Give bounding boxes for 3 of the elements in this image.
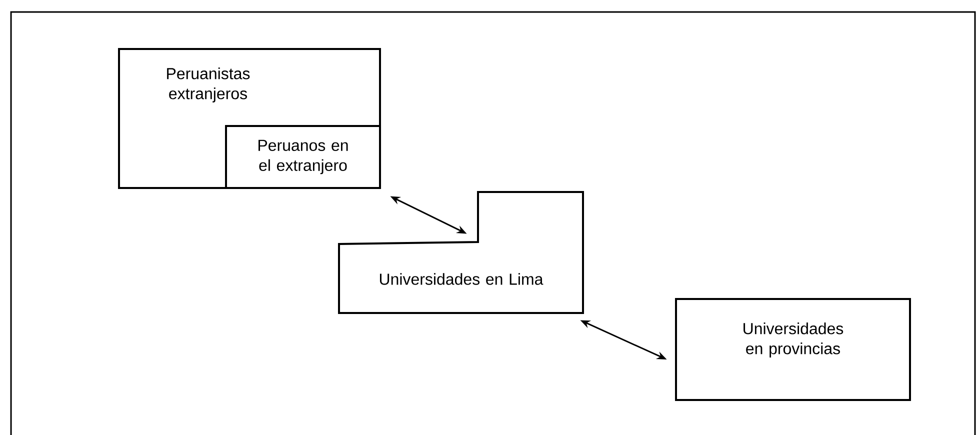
process-box: Peruanos en el extranjero [225, 125, 381, 189]
stepped-box: Universidades en Lima [338, 191, 584, 314]
process-box: Universidades en provincias [675, 298, 911, 401]
